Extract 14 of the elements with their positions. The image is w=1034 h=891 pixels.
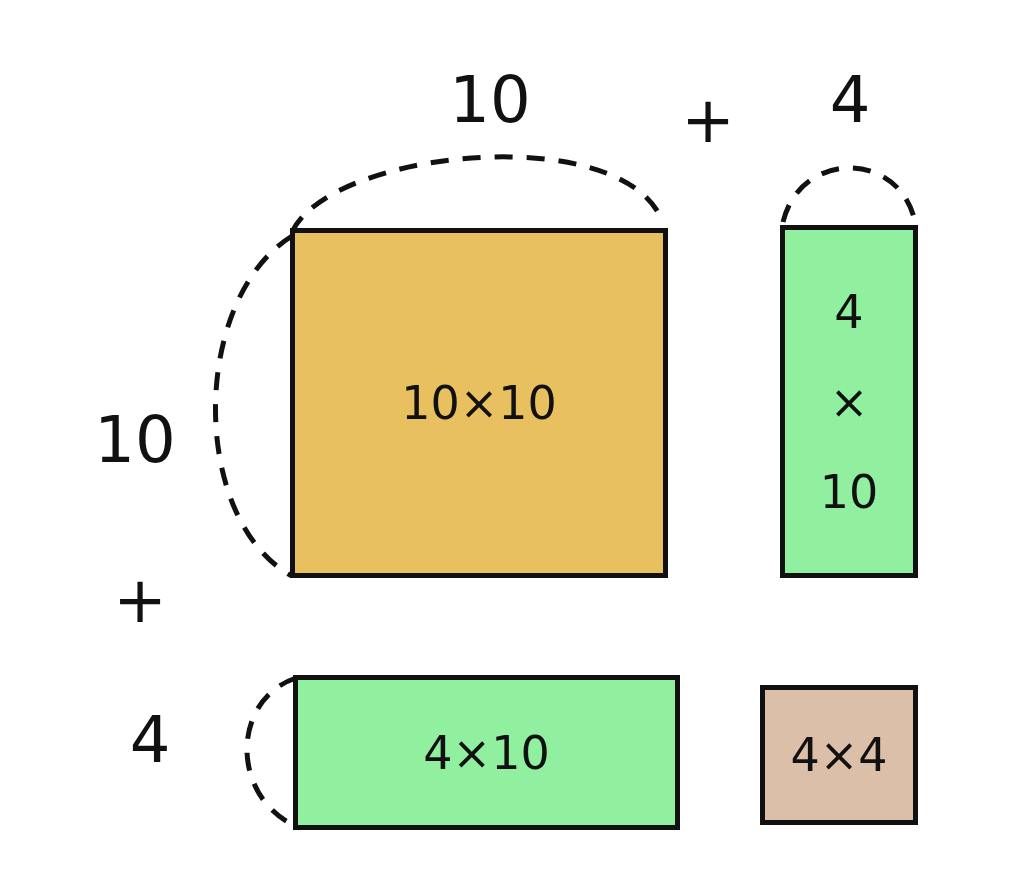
dimension-value: 10 <box>94 403 176 477</box>
area-label: 4×10 <box>423 725 550 780</box>
plus-sign: + <box>113 563 167 637</box>
dimension-value: 10 <box>449 63 531 137</box>
area-label: 10×10 <box>401 376 557 430</box>
dimension-value: 4 <box>829 63 871 137</box>
dimension-value: 4 <box>129 703 171 777</box>
area-label: 4×4 <box>790 728 888 782</box>
area-rectangle <box>293 675 680 830</box>
plus-sign: + <box>681 83 735 157</box>
area-label: 4 × 10 <box>819 283 879 521</box>
area-rectangle <box>780 225 918 578</box>
area-rectangle <box>760 685 918 825</box>
area-rectangle <box>290 228 668 578</box>
